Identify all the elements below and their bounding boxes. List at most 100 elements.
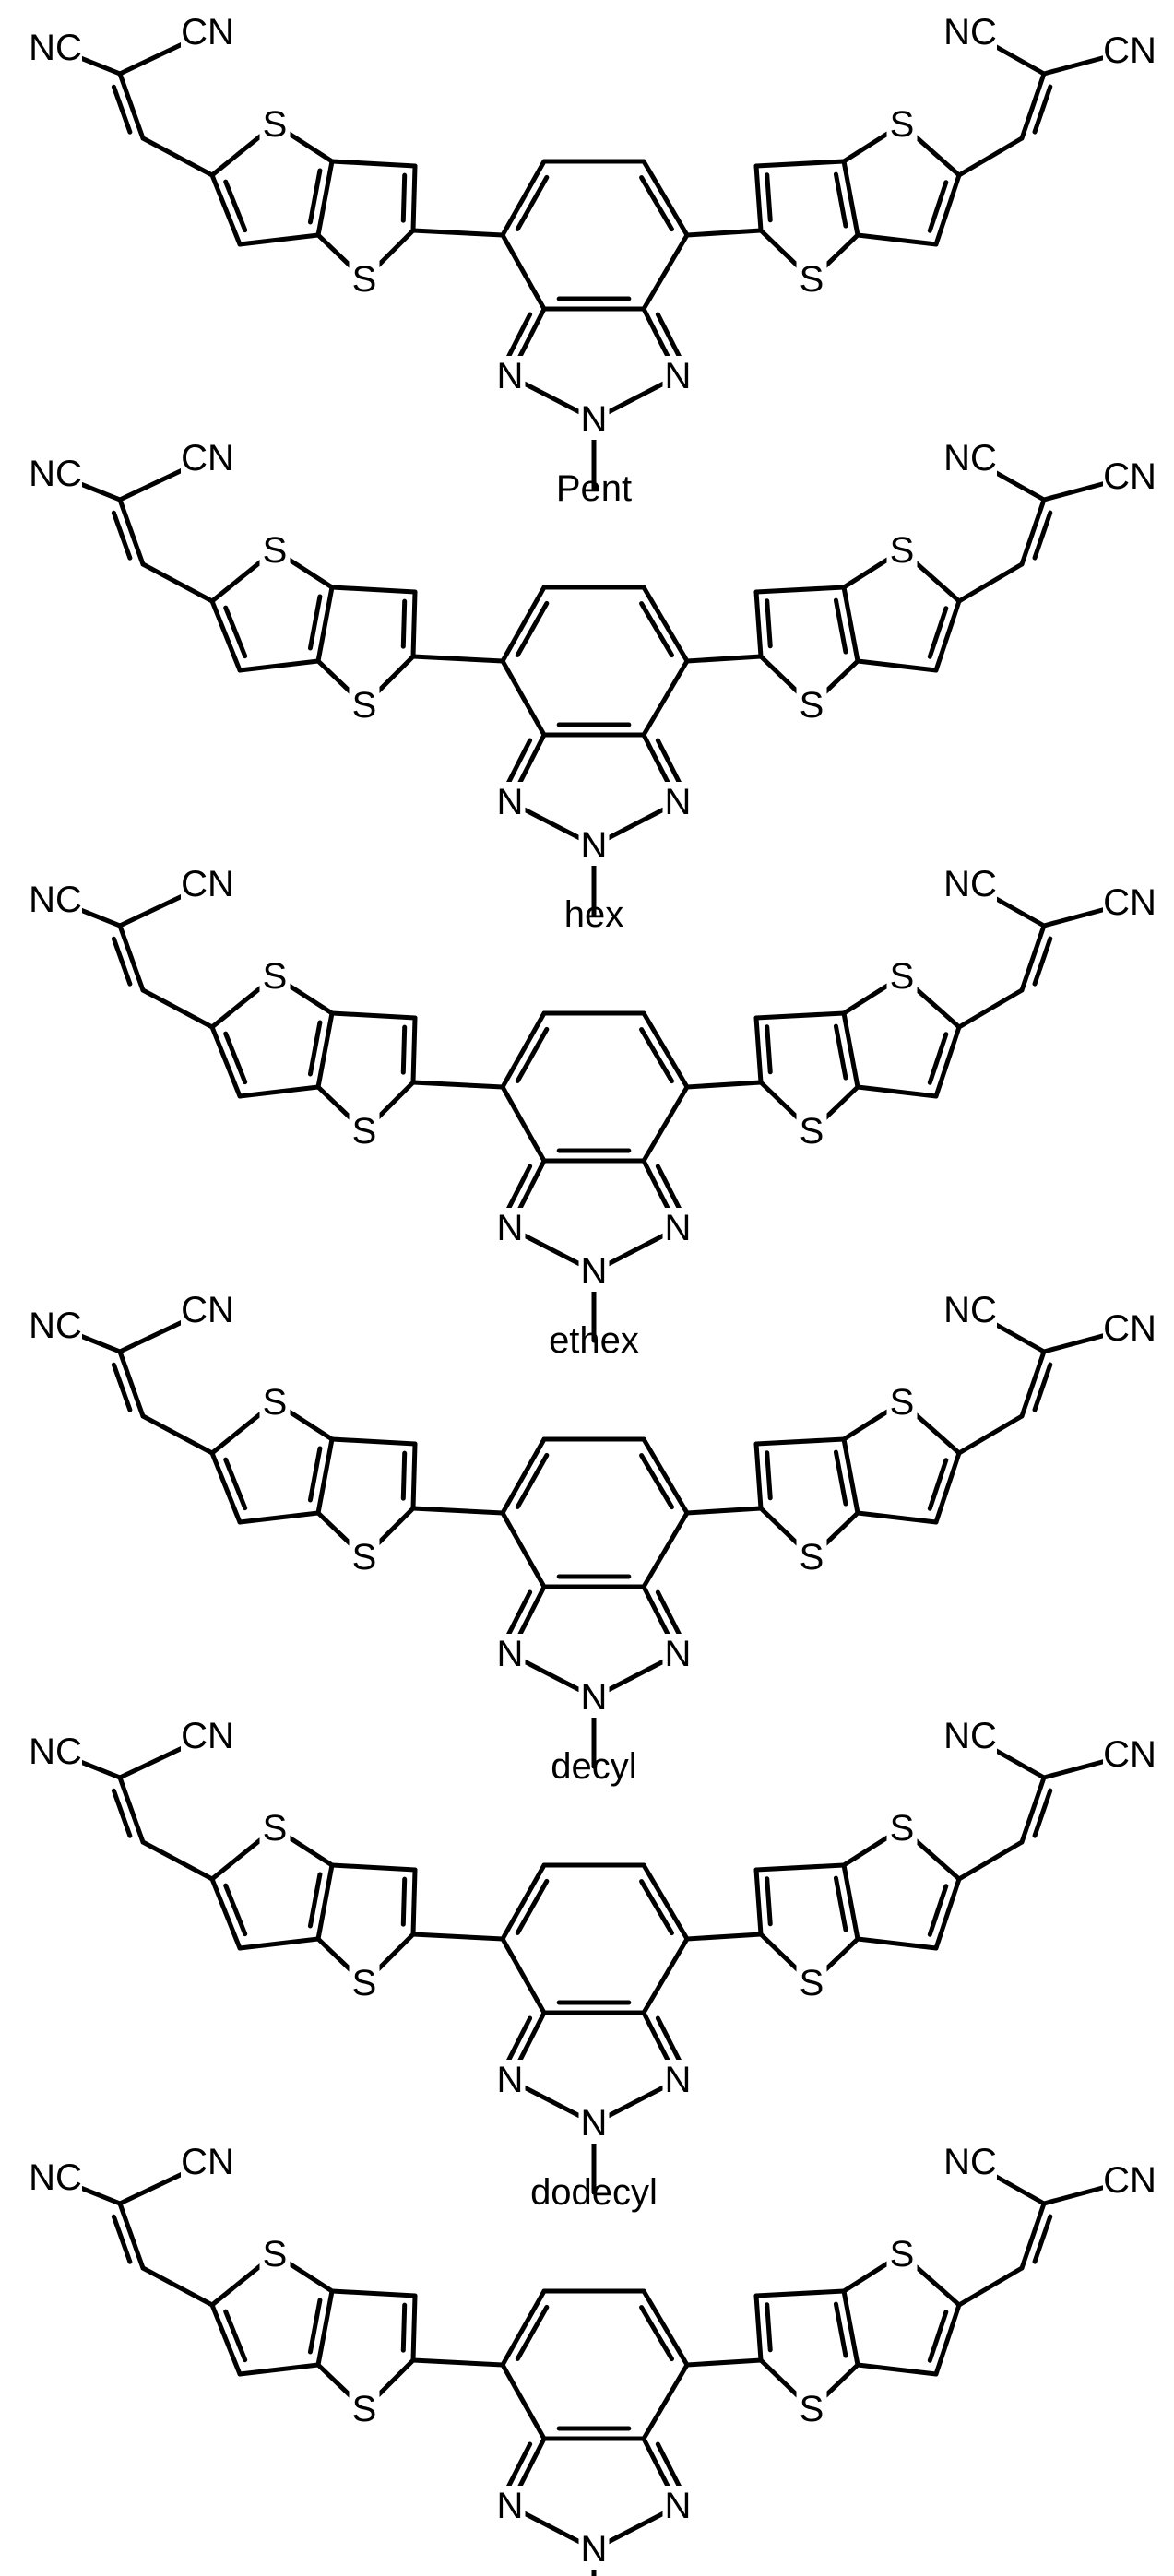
double-bond-line xyxy=(836,1026,846,1078)
bond-line xyxy=(413,2296,415,2360)
double-bond-line xyxy=(226,608,245,656)
double-bond-line xyxy=(403,1879,404,1924)
sulfur-label: S xyxy=(800,685,824,726)
nitrogen-label: N xyxy=(581,2529,608,2570)
bond-line xyxy=(1022,926,1044,990)
double-bond-line xyxy=(310,597,320,648)
double-bond-line xyxy=(658,2444,682,2491)
nitrile-left-cn-label: CN xyxy=(181,438,234,479)
bond-line xyxy=(858,1939,936,1948)
bond-line xyxy=(1022,2204,1044,2268)
bond-line xyxy=(413,230,503,235)
double-bond-line xyxy=(658,1166,682,1213)
nitrogen-label: N xyxy=(665,1208,692,1248)
double-bond-line xyxy=(658,1592,682,1639)
bond-line xyxy=(936,1879,959,1948)
double-bond-line xyxy=(767,2305,771,2350)
double-bond-line xyxy=(403,601,404,646)
nitrogen-label: N xyxy=(665,1634,692,1674)
bond-line xyxy=(644,2365,687,2439)
bond-line xyxy=(120,74,143,138)
bond-line xyxy=(687,2360,761,2365)
bond-line xyxy=(858,661,936,670)
double-bond-line xyxy=(506,2018,530,2065)
bond-line xyxy=(240,1087,318,1096)
sulfur-label: S xyxy=(352,1537,377,1578)
atom-label-layer: NCCNSSNNNSSNCCN xyxy=(29,12,1156,440)
nitrogen-label: N xyxy=(581,825,608,866)
bond-line xyxy=(143,1416,212,1453)
double-bond-line xyxy=(836,600,846,652)
bond-line xyxy=(143,990,212,1027)
bond-line xyxy=(503,1939,544,2013)
bond-line xyxy=(936,1027,959,1096)
molecule-structure: NCCNSSNNNSSNCCNhex xyxy=(29,438,1156,935)
nitrogen-label: N xyxy=(665,356,692,396)
bond-line xyxy=(1022,500,1044,564)
nitrile-left-label: NC xyxy=(29,454,82,494)
bond-line xyxy=(959,1842,1022,1879)
nitrogen-label: N xyxy=(497,356,524,396)
bond-line xyxy=(644,1513,687,1587)
bond-line xyxy=(503,1865,544,1939)
substituent-label: Pent xyxy=(556,468,632,509)
nitrile-left-label: NC xyxy=(29,2157,82,2198)
nitrile-left-cn-label: CN xyxy=(181,12,234,53)
double-bond-line xyxy=(767,1453,771,1498)
bond-line xyxy=(143,564,212,601)
bond-line xyxy=(756,1439,844,1444)
bond-line xyxy=(756,166,761,230)
bond-line xyxy=(858,1087,936,1096)
bond-line xyxy=(332,1013,415,1018)
nitrile-left-label: NC xyxy=(29,28,82,68)
double-bond-line xyxy=(658,740,682,787)
bond-line xyxy=(503,661,544,735)
nitrogen-label: N xyxy=(665,782,692,822)
bond-line xyxy=(413,592,415,656)
bond-line xyxy=(120,1778,143,1842)
bond-line xyxy=(332,2291,415,2296)
double-bond-line xyxy=(310,1448,320,1500)
sulfur-label: S xyxy=(890,1808,915,1849)
double-bond-line xyxy=(310,171,320,222)
nitrile-right-label: CN xyxy=(1103,1734,1156,1775)
nitrile-right-nc-label: NC xyxy=(943,1716,997,1756)
molecule-structure: NCCNSSNNNSSNCCNdecyl xyxy=(29,1290,1156,1787)
bond-line xyxy=(413,1934,503,1939)
nitrogen-label: N xyxy=(497,2060,524,2100)
bond-line xyxy=(858,2365,936,2374)
nitrile-left-label: NC xyxy=(29,1731,82,1772)
nitrile-right-label: CN xyxy=(1103,2160,1156,2201)
bond-line xyxy=(1022,1352,1044,1416)
sulfur-label: S xyxy=(800,2389,824,2429)
bond-line xyxy=(503,161,544,235)
bond-line xyxy=(936,601,959,670)
double-bond-line xyxy=(836,174,846,226)
sulfur-label: S xyxy=(352,1111,377,1152)
bond-line xyxy=(120,2204,143,2268)
bond-line xyxy=(503,2291,544,2365)
bond-line xyxy=(858,1513,936,1522)
bond-line xyxy=(413,1082,503,1087)
bond-line xyxy=(503,1439,544,1513)
nitrile-left-cn-label: CN xyxy=(181,2142,234,2182)
bond-layer xyxy=(55,2162,1130,2576)
double-bond-line xyxy=(403,1453,404,1498)
nitrogen-label: N xyxy=(665,2060,692,2100)
double-bond-line xyxy=(403,2305,404,2350)
nitrile-right-nc-label: NC xyxy=(943,864,997,904)
nitrile-right-nc-label: NC xyxy=(943,1290,997,1330)
bond-line xyxy=(1022,74,1044,138)
bond-line xyxy=(644,661,687,735)
bond-line xyxy=(756,2291,844,2296)
bond-line xyxy=(756,1013,844,1018)
bond-line xyxy=(687,230,761,235)
sulfur-label: S xyxy=(352,2389,377,2429)
bond-line xyxy=(413,1018,415,1082)
bond-line xyxy=(1022,1778,1044,1842)
sulfur-label: S xyxy=(890,530,915,571)
double-bond-line xyxy=(226,2311,245,2360)
sulfur-label: S xyxy=(263,1808,288,1849)
nitrile-left-cn-label: CN xyxy=(181,1290,234,1330)
